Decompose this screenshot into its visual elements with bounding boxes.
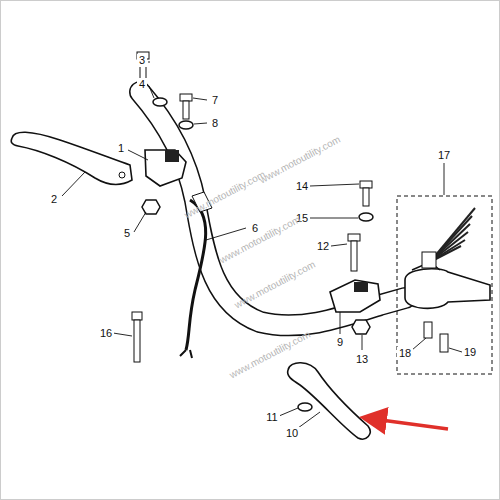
watermark: www.motoutility.com bbox=[258, 134, 342, 185]
callout-number: 18 bbox=[397, 347, 413, 360]
callout-number: 12 bbox=[315, 240, 331, 253]
callout-number: 5 bbox=[122, 227, 132, 240]
callout-number: 17 bbox=[436, 149, 452, 162]
callout-number: 11 bbox=[264, 411, 279, 424]
callout-number: 10 bbox=[284, 427, 300, 440]
callout-number: 9 bbox=[335, 336, 345, 349]
callout-number: 4 bbox=[137, 78, 147, 91]
callout-number: 8 bbox=[210, 117, 220, 130]
callout-number: 14 bbox=[294, 180, 310, 193]
callout-number: 16 bbox=[98, 327, 114, 340]
callout-number: 13 bbox=[354, 353, 370, 366]
callout-number: 1 bbox=[116, 142, 126, 155]
callout-number: 19 bbox=[462, 346, 478, 359]
callout-number: 7 bbox=[210, 94, 220, 107]
callout-number: 3 bbox=[137, 54, 147, 67]
callout-number: 6 bbox=[250, 222, 260, 235]
callout-number: 2 bbox=[49, 193, 59, 206]
watermark: www.motoutility.com bbox=[233, 259, 317, 310]
